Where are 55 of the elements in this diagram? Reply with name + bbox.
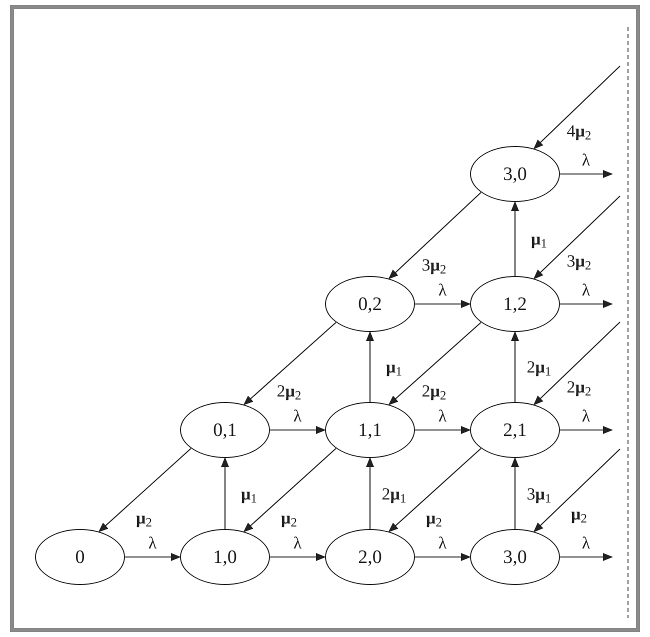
rate-label: λ xyxy=(580,534,592,552)
arrow xyxy=(270,426,326,434)
arrow xyxy=(560,300,613,308)
arrow xyxy=(415,300,471,308)
arrow xyxy=(221,457,229,529)
arrow xyxy=(243,322,336,406)
arrow xyxy=(366,457,374,529)
rate-label: 2μ$_{2}$ xyxy=(566,378,592,396)
arrow xyxy=(388,322,482,406)
arrow xyxy=(270,553,326,561)
rate-label: λ xyxy=(580,152,592,168)
state-label: 3,0 xyxy=(503,548,527,566)
rate-label: λ xyxy=(147,534,158,552)
state-label: 1,1 xyxy=(358,420,382,440)
rate-label: λ xyxy=(580,408,592,424)
arrow xyxy=(533,66,620,150)
state-label: 0,1 xyxy=(213,420,237,440)
state-label: 0,2 xyxy=(358,294,382,314)
rate-label: λ xyxy=(437,534,448,552)
arrow xyxy=(560,426,613,434)
state-label: 0 xyxy=(75,548,85,566)
state-label: 3,0 xyxy=(503,164,527,184)
arrow xyxy=(511,201,519,276)
rate-label: 4μ$_{2}$ xyxy=(566,122,592,140)
arrow xyxy=(415,553,471,561)
arrow xyxy=(98,448,192,532)
arrow xyxy=(533,196,620,280)
arrow xyxy=(243,448,336,532)
rate-label: 3μ$_{1}$ xyxy=(526,485,552,502)
rate-label: λ xyxy=(437,408,448,424)
rate-label: 2μ$_{2}$ xyxy=(420,382,448,400)
arrow xyxy=(511,457,519,529)
arrow xyxy=(125,553,181,561)
arrow xyxy=(560,170,613,178)
state-label: 2,1 xyxy=(503,420,527,440)
rate-label: 2μ$_{1}$ xyxy=(526,358,552,376)
rate-label: λ xyxy=(292,534,303,552)
rate-label: λ xyxy=(437,282,448,298)
arrow xyxy=(415,426,471,434)
state-label: 2,0 xyxy=(358,548,382,566)
rate-label: 2μ$_{2}$ xyxy=(276,382,302,400)
arrow xyxy=(560,553,613,561)
rate-label: λ xyxy=(580,282,592,298)
arrow xyxy=(511,331,519,402)
arrow xyxy=(533,322,620,406)
state-label: 1,0 xyxy=(213,548,237,566)
rate-label: 3μ$_{2}$ xyxy=(420,256,448,274)
arrow xyxy=(388,192,482,280)
arrow xyxy=(533,448,620,532)
arrow xyxy=(388,448,482,532)
arrow xyxy=(366,331,374,402)
rate-label: λ xyxy=(292,408,303,424)
state-label: 1,2 xyxy=(503,294,527,314)
rate-label: 3μ$_{2}$ xyxy=(566,252,592,270)
rate-label: 2μ$_{1}$ xyxy=(380,485,408,502)
